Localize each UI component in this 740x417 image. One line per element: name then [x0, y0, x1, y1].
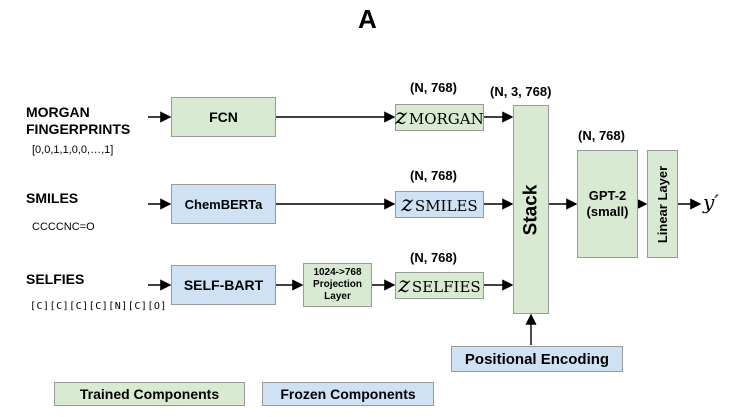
gpt2-label: GPT-2: [588, 188, 627, 203]
projection-line3: Layer: [324, 291, 351, 302]
positional-encoding-box: Positional Encoding: [451, 346, 623, 372]
input-morgan-example: [0,0,1,1,0,0,…,1]: [32, 144, 114, 156]
legend-frozen-label: Frozen Components: [280, 386, 416, 402]
legend-trained: Trained Components: [54, 382, 245, 406]
projection-line1: 1024->768: [313, 267, 362, 278]
zmorgan-symbol: z: [395, 105, 407, 130]
zselfies-symbol: z: [398, 273, 410, 298]
zmorgan-shape: (N, 768): [410, 80, 457, 95]
input-smiles-title: SMILES: [26, 190, 79, 206]
fcn-box: FCN: [171, 97, 276, 137]
legend-frozen: Frozen Components: [262, 382, 434, 406]
positional-encoding-label: Positional Encoding: [464, 350, 610, 368]
output-symbol: y′: [703, 190, 719, 214]
input-selfies-title: SELFIES: [26, 271, 85, 287]
linear-layer-box: Linear Layer: [647, 150, 678, 258]
projection-line2: Projection: [313, 279, 362, 290]
projection-layer-box: 1024->768 Projection Layer: [303, 263, 372, 307]
gpt2-size: (small): [586, 204, 629, 219]
stack-label: Stack: [520, 184, 542, 235]
gpt2-shape: (N, 768): [578, 128, 625, 143]
gpt2-box: GPT-2 (small): [577, 150, 638, 258]
selfbart-box: SELF-BART: [171, 265, 276, 305]
legend-trained-label: Trained Components: [79, 386, 220, 402]
selfbart-label: SELF-BART: [183, 277, 264, 293]
input-morgan-title-line2: FINGERPRINTS: [26, 121, 131, 137]
chemberta-label: ChemBERTa: [184, 196, 263, 212]
zselfies-shape: (N, 768): [410, 250, 457, 265]
zmorgan-box: z MORGAN: [395, 104, 484, 131]
stack-shape: (N, 3, 768): [490, 84, 552, 99]
panel-label: A: [358, 4, 377, 34]
linear-layer-label: Linear Layer: [655, 165, 671, 243]
zsmiles-symbol: z: [401, 192, 413, 217]
zselfies-subscript: SELFIES: [411, 278, 481, 296]
fcn-label: FCN: [209, 109, 238, 125]
zmorgan-subscript: MORGAN: [408, 110, 484, 128]
zsmiles-subscript: SMILES: [414, 197, 478, 215]
input-selfies-example: [C][C][C][C][N][C][O]: [30, 301, 167, 312]
chemberta-box: ChemBERTa: [171, 184, 276, 224]
stack-box: Stack: [513, 105, 549, 314]
zselfies-box: z SELFIES: [395, 272, 484, 299]
zsmiles-box: z SMILES: [395, 191, 484, 218]
zsmiles-shape: (N, 768): [410, 168, 457, 183]
input-morgan-title-line1: MORGAN: [26, 104, 90, 120]
input-smiles-example: CCCCNC=O: [32, 221, 95, 233]
